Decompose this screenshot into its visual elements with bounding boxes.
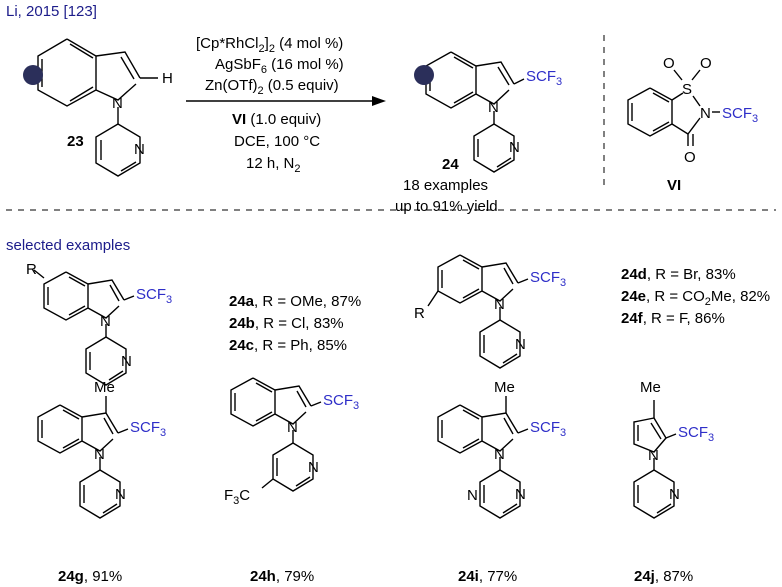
svg-text:24i, 77%: 24i, 77% xyxy=(458,568,517,585)
svg-text:N: N xyxy=(121,353,132,370)
reagent-VI: S O O N O SCF3 VI xyxy=(627,55,758,194)
svg-text:N: N xyxy=(669,486,680,503)
substrate-23: H N N 23 xyxy=(23,38,173,177)
svg-text:SCF3: SCF3 xyxy=(722,105,758,125)
example-24j: Me SCF3 N N 24j, 87% xyxy=(633,379,714,585)
svg-text:N: N xyxy=(494,296,505,313)
svg-text:O: O xyxy=(663,55,675,72)
svg-text:SCF3: SCF3 xyxy=(323,392,359,412)
svg-text:N: N xyxy=(494,446,505,463)
example-24g: Me SCF3 N N 24g, 91% xyxy=(37,379,166,585)
svg-text:DCE, 100 °C: DCE, 100 °C xyxy=(234,133,320,150)
citation: Li, 2015 [123] xyxy=(6,3,97,20)
svg-text:24g, 91%: 24g, 91% xyxy=(58,568,122,585)
svg-text:N: N xyxy=(515,336,526,353)
svg-text:AgSbF6 (16 mol %): AgSbF6 (16 mol %) xyxy=(215,56,344,76)
svg-text:Zn(OTf)2 (0.5 equiv): Zn(OTf)2 (0.5 equiv) xyxy=(205,77,339,97)
svg-text:F3C: F3C xyxy=(224,487,250,507)
svg-text:24c, R = Ph, 85%: 24c, R = Ph, 85% xyxy=(229,337,347,354)
svg-text:SCF3: SCF3 xyxy=(530,419,566,439)
example-24d-f-structure: R SCF3 N N xyxy=(414,254,566,369)
catalyst-ball-icon xyxy=(414,65,434,85)
svg-text:N: N xyxy=(134,141,145,158)
svg-text:SCF3: SCF3 xyxy=(130,419,166,439)
svg-text:24b, R = Cl, 83%: 24b, R = Cl, 83% xyxy=(229,315,344,332)
product-label: 24 xyxy=(442,156,459,173)
example-24a-c-structure: R SCF3 N N xyxy=(26,261,172,386)
svg-text:SCF3: SCF3 xyxy=(678,424,714,444)
svg-text:N: N xyxy=(700,105,711,122)
arrowhead-icon xyxy=(372,96,386,106)
svg-text:[Cp*RhCl2]2 (4 mol %): [Cp*RhCl2]2 (4 mol %) xyxy=(196,35,343,55)
svg-text:O: O xyxy=(684,149,696,166)
svg-text:18 examples: 18 examples xyxy=(403,177,488,194)
svg-text:N: N xyxy=(648,447,659,464)
svg-text:24a, R = OMe, 87%: 24a, R = OMe, 87% xyxy=(229,293,361,310)
reaction-conditions: [Cp*RhCl2]2 (4 mol %) AgSbF6 (16 mol %) … xyxy=(186,35,386,175)
substrate-label: 23 xyxy=(67,133,84,150)
svg-text:H: H xyxy=(162,70,173,87)
svg-text:N: N xyxy=(467,487,478,504)
svg-text:N: N xyxy=(308,459,319,476)
svg-text:O: O xyxy=(700,55,712,72)
svg-text:24j, 87%: 24j, 87% xyxy=(634,568,693,585)
svg-text:SCF3: SCF3 xyxy=(530,269,566,289)
svg-text:Me: Me xyxy=(494,379,515,396)
svg-text:Me: Me xyxy=(94,379,115,396)
svg-text:N: N xyxy=(488,99,499,116)
svg-text:N: N xyxy=(115,486,126,503)
svg-text:N: N xyxy=(100,313,111,330)
examples-24a-c-list: 24a, R = OMe, 87% 24b, R = Cl, 83% 24c, … xyxy=(229,293,361,354)
example-24i: Me SCF3 N N N 24i, 77% xyxy=(437,379,566,585)
svg-text:R: R xyxy=(414,305,425,322)
example-24h: SCF3 N N F3C 24h, 79% xyxy=(224,377,359,585)
svg-text:24h, 79%: 24h, 79% xyxy=(250,568,314,585)
product-24: SCF3 N N 24 18 examples up to 91% yield xyxy=(395,51,562,215)
svg-text:N: N xyxy=(94,446,105,463)
svg-text:24f, R = F, 86%: 24f, R = F, 86% xyxy=(621,310,725,327)
section-title: selected examples xyxy=(6,237,130,254)
examples-24d-f-list: 24d, R = Br, 83% 24e, R = CO2Me, 82% 24f… xyxy=(621,266,770,327)
svg-text:24d, R = Br, 83%: 24d, R = Br, 83% xyxy=(621,266,736,283)
svg-text:N: N xyxy=(509,139,520,156)
svg-text:Me: Me xyxy=(640,379,661,396)
reagent-label: VI xyxy=(667,177,681,194)
svg-text:N: N xyxy=(287,419,298,436)
svg-text:24e, R = CO2Me, 82%: 24e, R = CO2Me, 82% xyxy=(621,288,770,308)
svg-text:N: N xyxy=(515,486,526,503)
svg-text:SCF3: SCF3 xyxy=(526,68,562,88)
catalyst-ball-icon xyxy=(23,65,43,85)
svg-text:S: S xyxy=(682,81,692,98)
svg-text:SCF3: SCF3 xyxy=(136,286,172,306)
svg-text:up to 91% yield: up to 91% yield xyxy=(395,198,498,215)
svg-text:R: R xyxy=(26,261,37,278)
svg-text:12 h, N2: 12 h, N2 xyxy=(246,155,301,175)
svg-text:N: N xyxy=(112,95,123,112)
svg-text:VI (1.0 equiv): VI (1.0 equiv) xyxy=(232,111,321,128)
